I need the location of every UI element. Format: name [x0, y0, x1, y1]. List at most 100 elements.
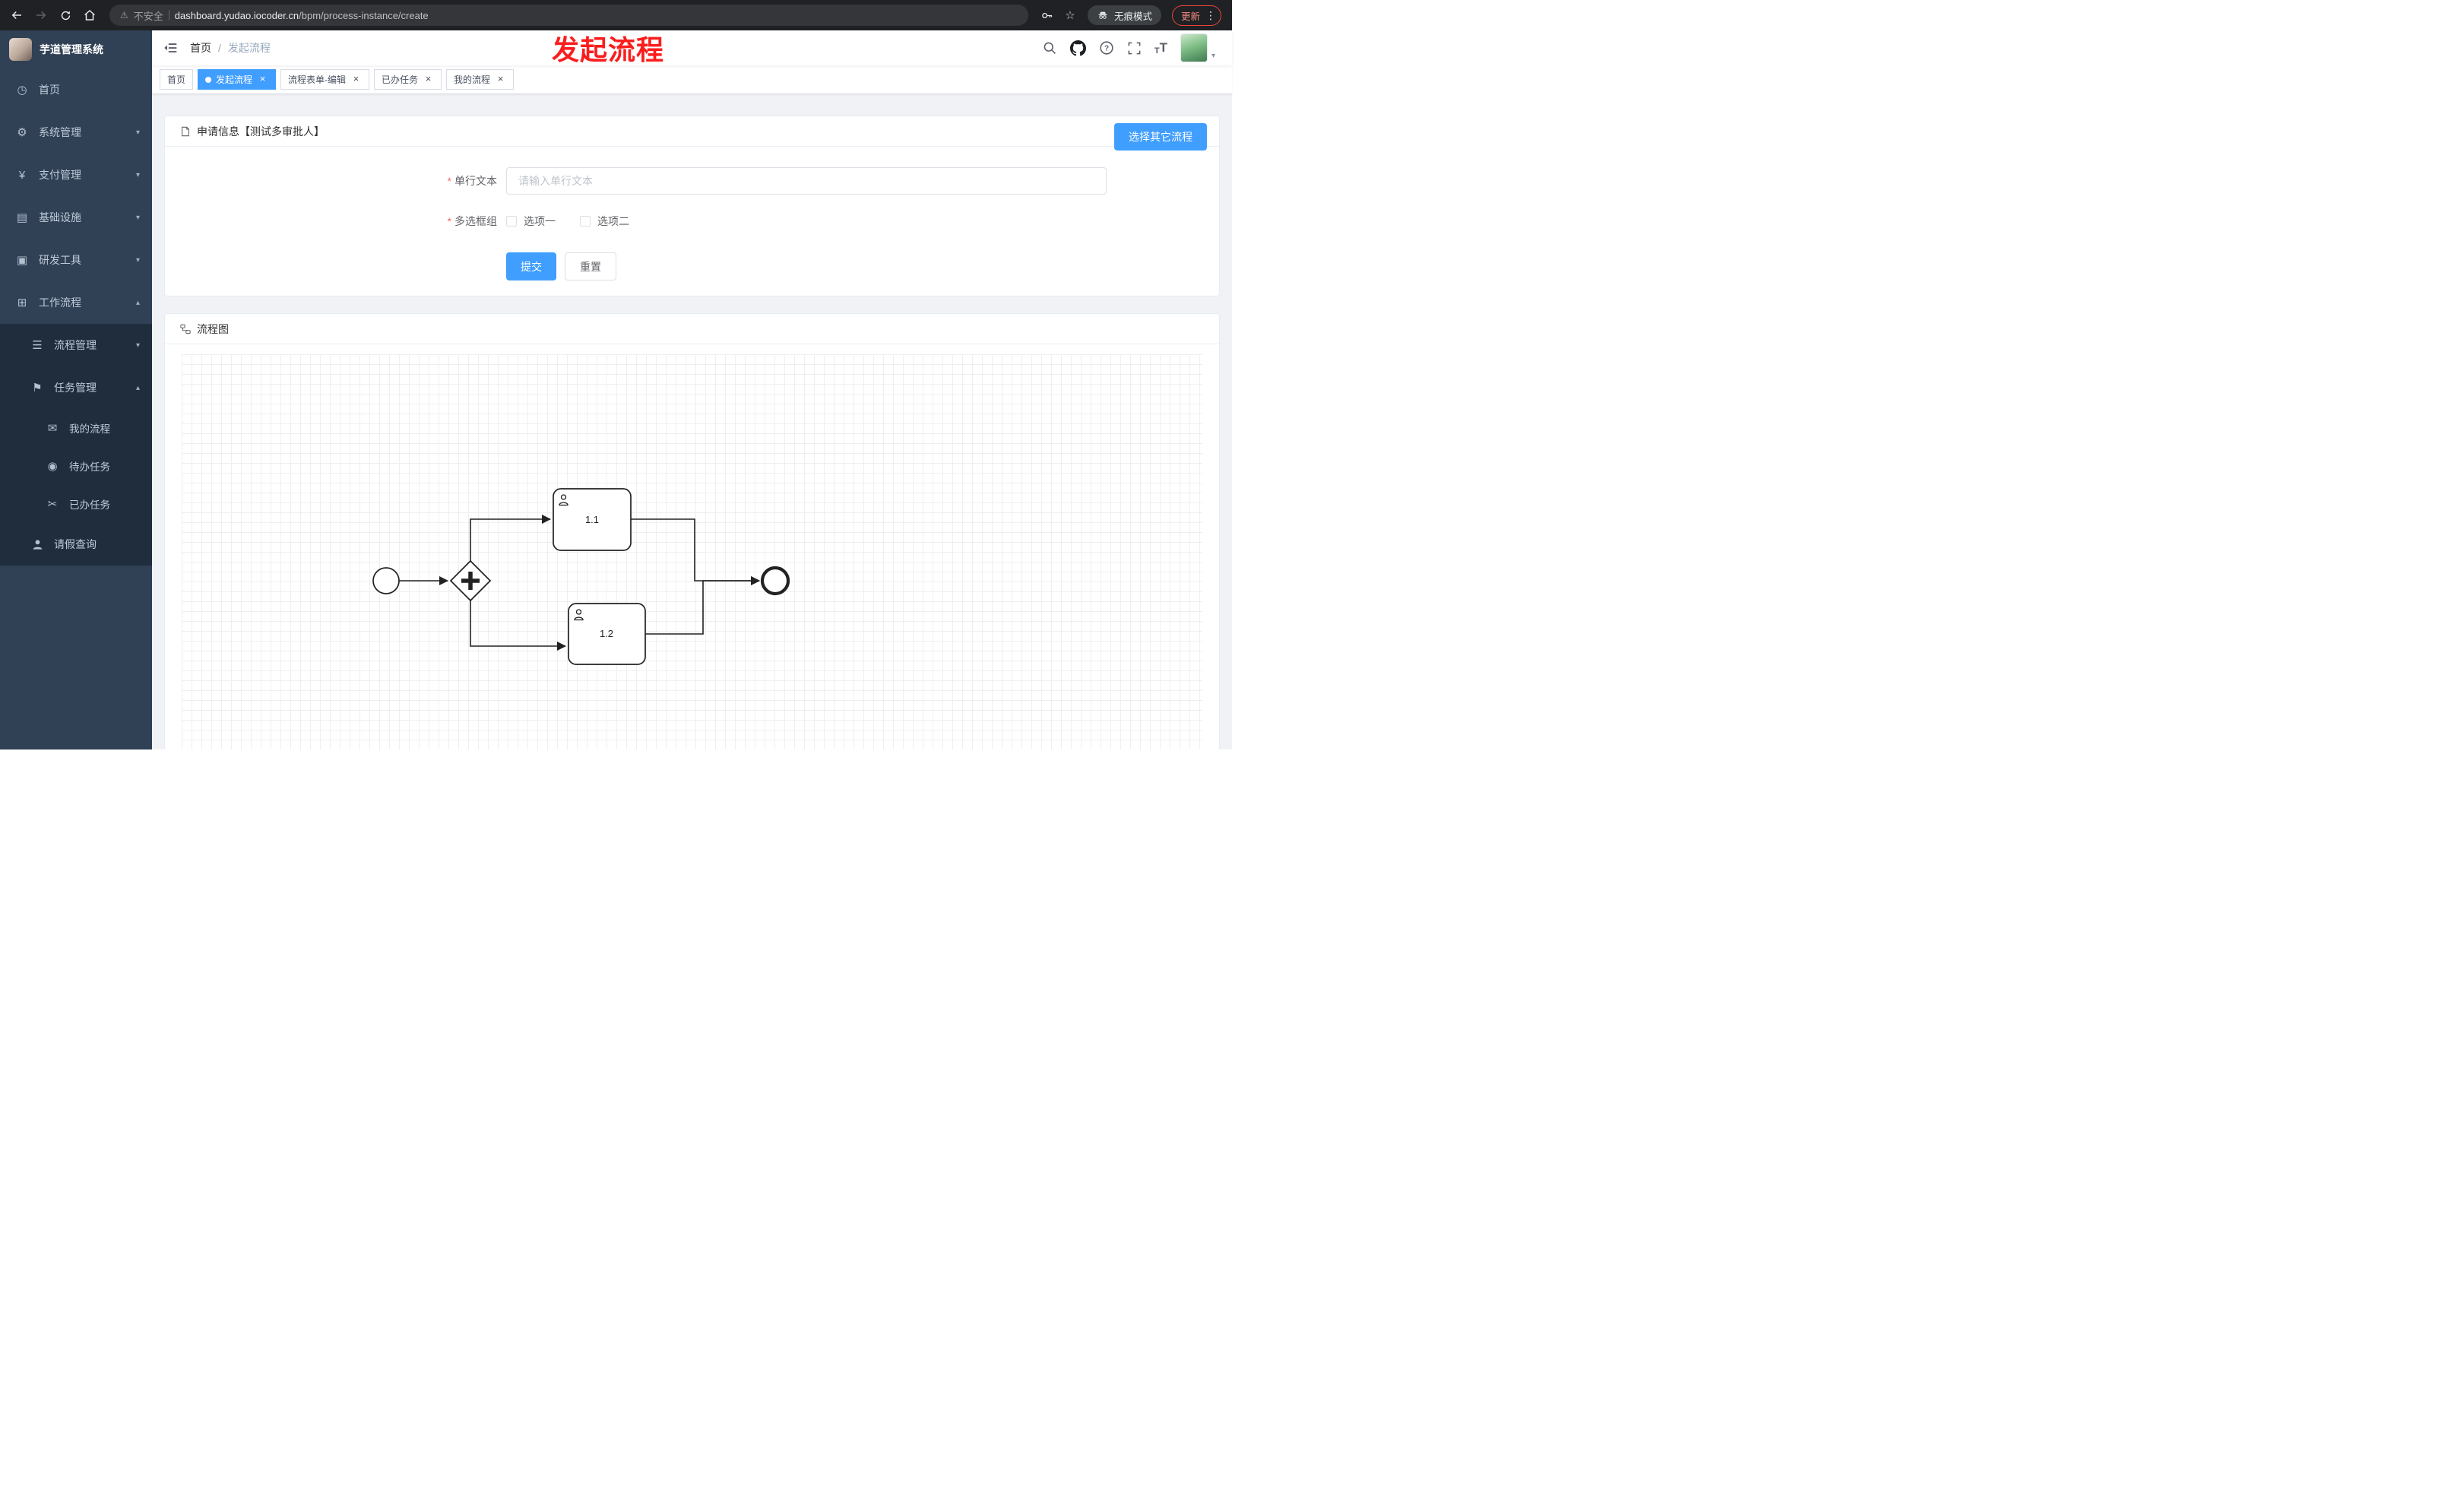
checkbox-option-2[interactable]: 选项二	[580, 214, 629, 229]
tab-done-tasks[interactable]: 已办任务 ×	[374, 69, 442, 90]
dashboard-icon: ◷	[17, 84, 27, 97]
sidebar-item-task-management[interactable]: ⚑ 任务管理 ▴	[0, 366, 152, 409]
star-icon: ☆	[1065, 9, 1075, 22]
bookmark-star-button[interactable]: ☆	[1059, 4, 1082, 27]
breadcrumb-home-link[interactable]: 首页	[190, 42, 211, 54]
single-line-text-input[interactable]	[506, 167, 1107, 195]
fullscreen-icon	[1128, 42, 1141, 54]
flow-gateway-to-task1	[470, 515, 551, 561]
incognito-mode-badge[interactable]: 无痕模式	[1087, 5, 1161, 25]
scissors-icon: ✂	[47, 498, 58, 511]
user-icon	[30, 539, 44, 550]
close-icon[interactable]: ×	[259, 73, 266, 84]
checkbox-label: 选项二	[597, 215, 629, 227]
caret-down-icon: ▾	[1211, 52, 1215, 60]
page-url: dashboard.yudao.iocoder.cn/bpm/process-i…	[174, 9, 429, 21]
page: ⚠ 不安全 dashboard.yudao.iocoder.cn/bpm/pro…	[0, 0, 1232, 750]
tab-home[interactable]: 首页	[160, 69, 194, 90]
user-task-icon	[559, 494, 568, 506]
checkbox-box[interactable]	[506, 216, 517, 227]
tab-my-processes[interactable]: 我的流程 ×	[446, 69, 515, 90]
help-doc-button[interactable]: ?	[1099, 40, 1114, 55]
github-link-button[interactable]	[1069, 40, 1086, 56]
tab-start-process[interactable]: 发起流程 ×	[198, 69, 277, 90]
sidebar-item-dev-tools[interactable]: ▣ 研发工具 ▾	[0, 239, 152, 281]
search-icon	[1044, 42, 1056, 54]
list-icon: ☰	[32, 339, 43, 352]
sidebar-item-payment-management[interactable]: ¥ 支付管理 ▾	[0, 154, 152, 196]
apply-info-card: 申请信息【测试多审批人】 选择其它流程 *单行文本 *多选框组	[164, 116, 1220, 296]
bpmn-canvas[interactable]: 1.1 1.2	[182, 354, 1202, 750]
incognito-icon	[1098, 11, 1107, 19]
sidebar-toggle-button[interactable]	[152, 30, 190, 65]
message-icon: ✉	[47, 422, 58, 435]
sidebar-item-home[interactable]: ◷ 首页	[0, 68, 152, 111]
browser-forward-button[interactable]	[29, 3, 53, 27]
workflow-submenu: ☰ 流程管理 ▾ ⚑ 任务管理 ▴ ✉ 我的流程 ◉ 待办任务	[0, 324, 152, 566]
hamburger-icon	[164, 43, 177, 52]
incognito-label: 无痕模式	[1113, 11, 1152, 22]
close-icon[interactable]: ×	[497, 73, 504, 84]
fullscreen-button[interactable]	[1127, 41, 1142, 55]
flowchart-icon	[180, 324, 191, 334]
process-diagram-card-header: 流程图	[165, 314, 1219, 344]
apply-info-card-header: 申请信息【测试多审批人】	[165, 116, 1219, 147]
update-label: 更新	[1180, 11, 1200, 22]
browser-back-button[interactable]	[5, 3, 29, 27]
not-secure-warning-icon: ⚠	[120, 10, 128, 21]
sidebar-item-label: 流程管理	[54, 339, 97, 351]
close-icon[interactable]: ×	[425, 73, 432, 84]
browser-toolbar: ⚠ 不安全 dashboard.yudao.iocoder.cn/bpm/pro…	[0, 0, 1232, 30]
reset-button[interactable]: 重置	[565, 252, 616, 280]
breadcrumb-current: 发起流程	[227, 42, 271, 54]
top-navbar: 首页 / 发起流程 ?	[152, 30, 1232, 65]
tab-process-form-edit[interactable]: 流程表单-编辑 ×	[280, 69, 370, 90]
bpmn-start-event	[372, 567, 400, 594]
font-size-large-t: T	[1159, 40, 1167, 55]
font-size-small-t: T	[1154, 46, 1160, 55]
address-bar[interactable]: ⚠ 不安全 dashboard.yudao.iocoder.cn/bpm/pro…	[109, 5, 1028, 26]
apply-info-title: 申请信息【测试多审批人】	[197, 125, 325, 138]
chevron-down-icon: ▾	[135, 341, 140, 350]
document-icon	[182, 126, 189, 136]
sidebar-item-process-management[interactable]: ☰ 流程管理 ▾	[0, 324, 152, 366]
browser-home-button[interactable]	[78, 3, 102, 27]
sidebar-item-system-management[interactable]: ⚙ 系统管理 ▾	[0, 111, 152, 154]
select-other-process-button[interactable]: 选择其它流程	[1114, 123, 1207, 151]
browser-reload-button[interactable]	[53, 3, 78, 27]
sidebar-item-todo-tasks[interactable]: ◉ 待办任务	[0, 447, 152, 485]
sidebar-item-leave-query[interactable]: 请假查询	[0, 523, 152, 566]
github-icon	[1069, 40, 1086, 55]
chevron-down-icon: ▾	[135, 213, 140, 222]
user-task-icon	[574, 609, 584, 621]
sidebar-item-label: 请假查询	[54, 538, 97, 550]
active-tab-dot	[205, 76, 212, 83]
sidebar-item-my-processes[interactable]: ✉ 我的流程	[0, 409, 152, 447]
sidebar: 芋道管理系统 ◷ 首页 ⚙ 系统管理 ▾ ¥ 支付管理 ▾ ▤ 基础设施 ▾	[0, 30, 152, 750]
password-key-button[interactable]	[1036, 4, 1059, 27]
sidebar-item-label: 已办任务	[69, 499, 110, 511]
sidebar-item-label: 基础设施	[39, 211, 81, 223]
header-search-button[interactable]	[1043, 41, 1057, 55]
sidebar-item-infrastructure[interactable]: ▤ 基础设施 ▾	[0, 196, 152, 239]
submit-button[interactable]: 提交	[506, 252, 556, 280]
browser-menu-dots-icon[interactable]: ⋮	[1205, 8, 1216, 21]
tab-label: 我的流程	[454, 74, 491, 85]
user-avatar-menu[interactable]: ▾	[1180, 33, 1215, 62]
checkbox-box[interactable]	[580, 216, 591, 227]
close-icon[interactable]: ×	[353, 73, 359, 84]
back-arrow-icon	[11, 11, 21, 20]
checkbox-option-1[interactable]: 选项一	[506, 214, 556, 229]
browser-update-button[interactable]: 更新 ⋮	[1171, 5, 1221, 26]
parallel-gateway-plus-icon	[461, 572, 480, 590]
gear-icon: ⚙	[17, 126, 27, 139]
task-label: 1.1	[585, 514, 599, 525]
bpmn-user-task-1: 1.1	[553, 488, 632, 551]
sidebar-item-workflow[interactable]: ⊞ 工作流程 ▴	[0, 281, 152, 324]
app-main: 申请信息【测试多审批人】 选择其它流程 *单行文本 *多选框组	[152, 94, 1232, 750]
sidebar-item-done-tasks[interactable]: ✂ 已办任务	[0, 485, 152, 523]
box-icon: ▣	[16, 254, 28, 267]
sidebar-item-label: 支付管理	[39, 169, 81, 181]
home-icon	[84, 9, 95, 21]
